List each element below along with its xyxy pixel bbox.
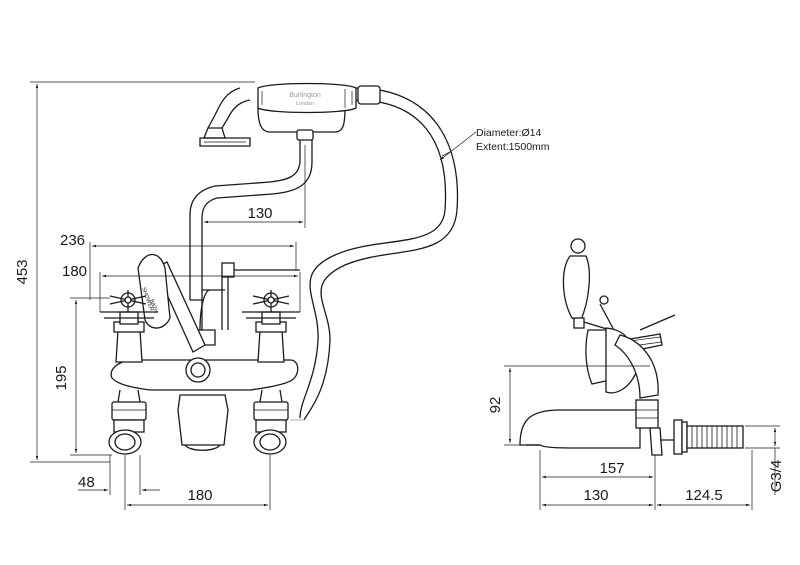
right-tap-handle (242, 290, 300, 363)
shower-hose (207, 87, 459, 421)
dim-180-bottom: 180 (124, 455, 271, 510)
tap-body: SHOWER BATH (110, 253, 300, 451)
dim-180-bottom-label: 180 (187, 487, 212, 504)
dim-92: 92 (487, 365, 650, 446)
dim-48: 48 (78, 455, 160, 495)
dim-453-label: 453 (14, 259, 31, 284)
handset-city: London (296, 101, 314, 107)
dim-130-side: 130 (542, 487, 653, 507)
dim-130-side-label: 130 (583, 487, 608, 504)
dim-195: 195 (53, 297, 112, 456)
shower-handset: Burlington London (199, 82, 381, 147)
handset-cradle (189, 107, 346, 300)
left-leg (108, 389, 147, 455)
hose-annotation: Diameter:Ø14 Extent:1500mm (439, 127, 550, 161)
right-leg (253, 389, 289, 455)
dim-236: 236 (60, 232, 297, 300)
dim-453: 453 (14, 81, 255, 463)
dim-124-5-label: 124.5 (685, 487, 723, 504)
dim-130-handset-label: 130 (247, 205, 272, 222)
side-body (519, 314, 744, 456)
dim-180-top-label: 180 (62, 263, 87, 280)
hose-extent-label: Extent:1500mm (476, 141, 550, 153)
dim-157: 157 (539, 450, 656, 510)
hose-diameter-label: Diameter:Ø14 (476, 127, 542, 139)
side-view: 92 157 130 124.5 G3/4 (487, 238, 785, 510)
dim-124-5: 124.5 (657, 450, 753, 510)
dim-180-top: 180 (62, 263, 301, 312)
dim-92-label: 92 (487, 397, 504, 414)
left-tap-handle (100, 290, 158, 363)
dim-130-handset: 130 (204, 145, 306, 228)
threaded-tail (686, 425, 744, 449)
dim-g34-label: G3/4 (768, 460, 785, 493)
dim-g34: G3/4 (745, 425, 785, 495)
side-lever (562, 238, 616, 333)
dim-195-label: 195 (53, 365, 70, 390)
dim-48-label: 48 (78, 474, 95, 491)
diverter-label-bath: BATH (148, 299, 159, 314)
front-view: Burlington London (14, 81, 550, 510)
handset-brand: Burlington (289, 92, 321, 99)
dim-157-label: 157 (599, 460, 624, 477)
dim-236-label: 236 (60, 232, 85, 249)
